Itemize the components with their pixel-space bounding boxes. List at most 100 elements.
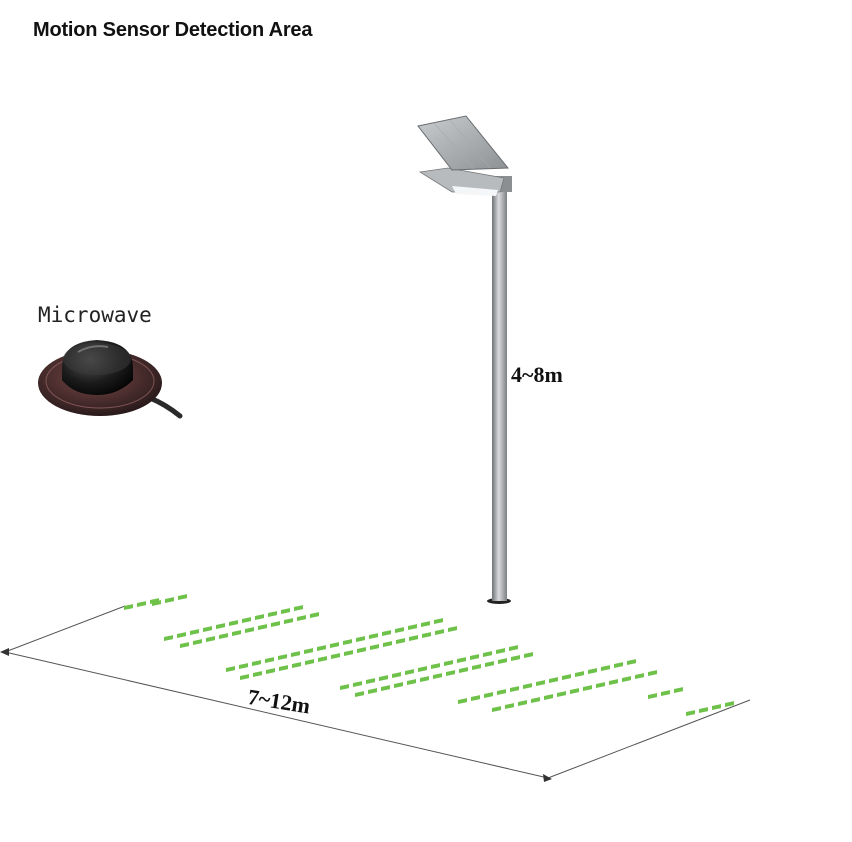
detection-dash <box>601 665 610 672</box>
detection-dash <box>531 697 540 704</box>
detection-dash <box>164 635 173 642</box>
lamp-head <box>418 167 505 193</box>
detection-dash <box>190 629 199 636</box>
detection-dash <box>331 653 340 660</box>
detection-dash <box>524 652 533 659</box>
detection-dash <box>575 671 584 678</box>
page-title: Motion Sensor Detection Area <box>33 19 313 41</box>
detection-dash <box>232 630 241 637</box>
detection-dash <box>544 694 553 701</box>
detection-dash <box>268 611 277 618</box>
detection-dash <box>511 655 520 662</box>
detection-dash <box>472 664 481 671</box>
detection-dash <box>505 703 514 710</box>
detection-dash <box>498 658 507 665</box>
detection-dash <box>239 663 248 670</box>
detection-dash <box>294 605 303 612</box>
detection-dash <box>712 704 721 711</box>
detection-dash <box>407 679 416 686</box>
detection-dash <box>444 660 453 667</box>
sensor-cable <box>147 395 183 419</box>
detection-dash <box>686 710 695 717</box>
ground-right-edge <box>547 699 751 779</box>
detection-dash <box>396 638 405 645</box>
lamp-lens <box>452 186 498 196</box>
detection-dash <box>180 642 189 649</box>
detection-zone <box>124 594 734 717</box>
detection-dash <box>284 618 293 625</box>
detection-dash <box>297 615 306 622</box>
detection-dash <box>304 648 313 655</box>
detection-dash <box>258 624 267 631</box>
detection-dash <box>152 600 161 607</box>
detection-dash <box>242 617 251 624</box>
detection-dash <box>459 667 468 674</box>
detection-dash <box>614 662 623 669</box>
detection-dash <box>216 623 225 630</box>
detection-dash <box>492 706 501 713</box>
detection-dash <box>177 632 186 639</box>
detection-dash <box>279 665 288 672</box>
sensor-label: Microwave <box>38 303 152 327</box>
detection-dash <box>368 688 377 695</box>
detection-dash <box>252 660 261 667</box>
detection-dash <box>255 614 264 621</box>
ground-front-edge <box>4 651 549 779</box>
pole <box>492 180 507 601</box>
detection-dash <box>496 648 505 655</box>
detection-dash <box>699 707 708 714</box>
detection-dash <box>596 682 605 689</box>
detection-dash <box>240 674 249 681</box>
detection-dash <box>165 597 174 604</box>
detection-dash <box>418 666 427 673</box>
solar-panel-icon <box>417 115 510 171</box>
detection-dash <box>583 685 592 692</box>
detection-dash <box>661 690 670 697</box>
street-light <box>417 115 512 604</box>
detection-dash <box>317 645 326 652</box>
detection-dash <box>383 641 392 648</box>
detection-dash <box>379 675 388 682</box>
detection-dash <box>484 692 493 699</box>
ground-outline <box>4 605 751 779</box>
detection-dash <box>353 681 362 688</box>
detection-dash <box>370 644 379 651</box>
detection-dash <box>420 676 429 683</box>
detection-dash <box>409 635 418 642</box>
detection-dash <box>203 626 212 633</box>
detection-dash <box>434 618 443 625</box>
detection-dash <box>635 673 644 680</box>
detection-dash <box>330 642 339 649</box>
detection-dash <box>292 662 301 669</box>
detection-dash <box>588 668 597 675</box>
detection-dash <box>435 629 444 636</box>
detection-dash <box>549 677 558 684</box>
detection-dash <box>291 651 300 658</box>
detection-dash <box>470 654 479 661</box>
detection-dash <box>395 627 404 634</box>
detection-dash <box>229 620 238 627</box>
detection-dash <box>446 670 455 677</box>
detection-dash <box>369 633 378 640</box>
detection-dash <box>278 654 287 661</box>
detection-dash <box>340 684 349 691</box>
detection-dash <box>193 639 202 646</box>
detection-dash <box>219 633 228 640</box>
detection-dash <box>344 650 353 657</box>
detection-dash <box>725 701 734 708</box>
detection-dash <box>433 673 442 680</box>
detection-dash <box>627 659 636 666</box>
ground-left-edge <box>4 605 126 653</box>
detection-dash <box>622 676 631 683</box>
detection-dash <box>562 674 571 681</box>
detection-dash <box>609 679 618 686</box>
detection-dash <box>570 688 579 695</box>
detection-dash <box>310 612 319 619</box>
detection-dash <box>648 670 657 677</box>
detection-dash <box>318 656 327 663</box>
detection-dash <box>497 689 506 696</box>
detection-dash <box>281 608 290 615</box>
detection-dash <box>648 693 657 700</box>
